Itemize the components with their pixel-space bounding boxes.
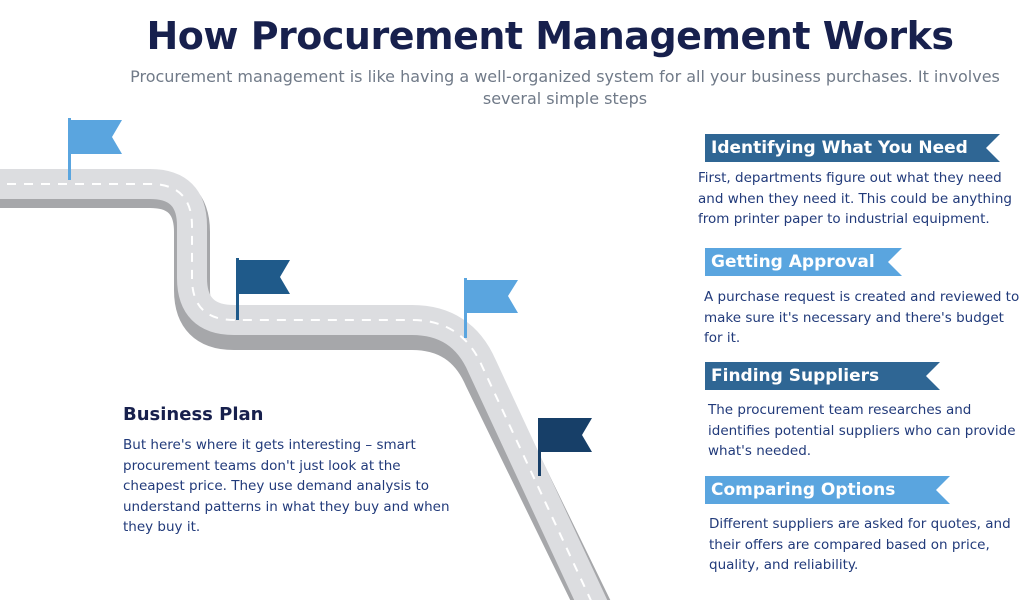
- step-3-banner: Finding Suppliers: [705, 362, 940, 390]
- business-plan-heading: Business Plan: [123, 404, 264, 425]
- flag-icon: [236, 258, 290, 320]
- step-4-banner: Comparing Options: [705, 476, 950, 504]
- road-surface: [0, 169, 608, 600]
- page-title: How Procurement Management Works: [146, 14, 954, 58]
- page-subtitle: Procurement management is like having a …: [130, 67, 1000, 108]
- lane-marking: [0, 183, 592, 600]
- step-1-banner: Identifying What You Need: [705, 134, 1000, 162]
- step-1-text: First, departments figure out what they …: [698, 170, 1012, 227]
- flag-icon: [538, 418, 592, 476]
- flag-icon: [68, 118, 122, 180]
- business-plan-text: But here's where it gets interesting – s…: [123, 437, 450, 535]
- flag-icon: [464, 278, 518, 338]
- step-2-text: A purchase request is created and review…: [704, 289, 1020, 346]
- step-4-text: Different suppliers are asked for quotes…: [709, 516, 1011, 573]
- step-2-banner: Getting Approval: [705, 248, 902, 276]
- step-3-text: The procurement team researches and iden…: [708, 402, 1016, 459]
